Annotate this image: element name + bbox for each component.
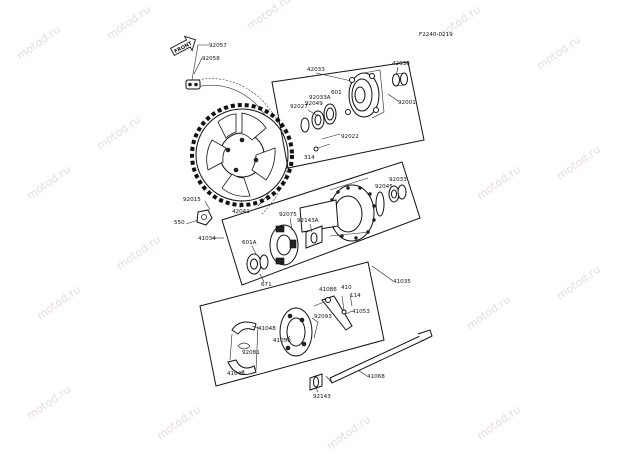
- label-92075: 92075: [279, 212, 297, 218]
- watermark-text: motod.ru: [24, 383, 73, 423]
- label-92015: 92015: [183, 197, 201, 203]
- sprocket-nut: [185, 209, 213, 226]
- figure-code: F2240-0219: [419, 32, 453, 38]
- label-41048a: 41048: [258, 326, 276, 332]
- label-92045: 92045: [375, 184, 393, 190]
- brake-shoes: [227, 321, 259, 375]
- label-601a: 601A: [242, 240, 257, 246]
- brake-indicator-bolt: [341, 293, 353, 315]
- watermark-text: motod.ru: [534, 33, 583, 73]
- brake-cam-lever: [313, 295, 353, 331]
- watermark-text: motod.ru: [324, 413, 373, 453]
- label-92058: 92058: [202, 56, 220, 62]
- coupling-bearing-stack: [300, 103, 337, 133]
- coupling-spacer: [392, 72, 408, 87]
- label-671: 671: [261, 282, 272, 288]
- label-92081: 92081: [242, 350, 260, 356]
- sprocket-coupling: [345, 69, 385, 119]
- label-92033a: 92033A: [309, 95, 331, 101]
- label-92049: 92049: [305, 101, 323, 107]
- watermark-text: motod.ru: [244, 0, 293, 32]
- hub-distance-collar: [305, 225, 323, 249]
- label-114: 114: [350, 293, 361, 299]
- label-550: 550: [174, 220, 185, 226]
- label-41053: 41053: [352, 309, 370, 315]
- watermark-text: motod.ru: [14, 23, 63, 63]
- watermark-text: motod.ru: [94, 113, 143, 153]
- hub-group-box: [221, 161, 421, 286]
- label-41035: 41035: [393, 279, 411, 285]
- label-410: 410: [341, 285, 352, 291]
- watermark-text: motod.ru: [464, 293, 513, 333]
- label-41086: 41086: [319, 287, 337, 293]
- wheel-hub: [299, 177, 385, 242]
- label-92143b: 92143: [313, 394, 331, 400]
- coupling-group-box: [271, 61, 425, 169]
- watermark-text: motod.ru: [474, 163, 523, 203]
- label-42041: 42041: [232, 209, 250, 215]
- watermark-text: motod.ru: [554, 263, 603, 303]
- watermark-text: motod.ru: [34, 283, 83, 323]
- label-42036: 42036: [392, 61, 410, 67]
- label-92027: 92027: [290, 104, 308, 110]
- label-41050: 41050: [273, 338, 291, 344]
- brake-group-box: [199, 261, 385, 387]
- watermark-text: motod.ru: [154, 403, 203, 443]
- label-41048b: 41048: [227, 371, 245, 377]
- label-92022: 92022: [341, 134, 359, 140]
- label-92093: 92093: [314, 314, 332, 320]
- coupling-bolt: [313, 133, 341, 152]
- label-601: 601: [331, 90, 342, 96]
- label-314: 314: [304, 155, 315, 161]
- watermark-text: motod.ru: [554, 143, 603, 183]
- watermark-text: motod.ru: [114, 233, 163, 273]
- watermark-text: motod.ru: [104, 3, 153, 43]
- label-42033: 42033: [307, 67, 325, 73]
- watermark-text: motod.ru: [24, 163, 73, 203]
- rear-sprocket: [187, 78, 294, 215]
- hub-damper: [269, 224, 299, 266]
- label-41034: 41034: [198, 236, 216, 242]
- chain-master-link: [185, 79, 201, 90]
- brake-panel: [279, 307, 319, 357]
- rear-axle: [325, 329, 433, 384]
- watermark-text: motod.ru: [474, 403, 523, 443]
- axle-spacer: [309, 373, 323, 391]
- hub-bearing: [246, 253, 269, 275]
- hub-seal-pair: [388, 184, 407, 203]
- label-92033b: 92033: [389, 177, 407, 183]
- front-arrow: FRONT: [169, 35, 196, 57]
- label-92143a: 92143A: [297, 218, 319, 224]
- label-92057: 92057: [209, 43, 227, 49]
- label-92001: 92001: [398, 100, 416, 106]
- label-41068: 41068: [367, 374, 385, 380]
